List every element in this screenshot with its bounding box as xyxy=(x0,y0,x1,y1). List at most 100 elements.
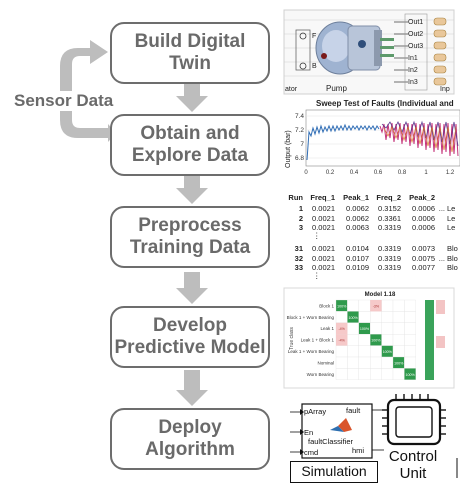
confusion-cell xyxy=(392,311,405,323)
table-cell: ... xyxy=(438,204,445,213)
confusion-cell xyxy=(381,311,394,323)
digital-twin-panel: Out1 Out2 Out3 In1 In2 In3 F B Pump Inp … xyxy=(283,9,455,95)
arrow-step3-to-step4 xyxy=(176,272,208,304)
confusion-summary-cell xyxy=(436,336,445,348)
table-cell: 1 xyxy=(298,204,303,213)
confusion-cell xyxy=(370,368,382,380)
table-header: Peak_1 xyxy=(343,193,369,202)
port-letter: F xyxy=(312,33,316,40)
confusion-cell xyxy=(358,368,371,380)
step-preprocess-training-data: Preprocess Training Data xyxy=(110,206,270,268)
step-build-digital-twin: Build Digital Twin xyxy=(110,22,270,84)
port-label: In3 xyxy=(408,79,418,86)
x-tick: 1.2 xyxy=(446,170,455,176)
confusion-title: Model 1.18 xyxy=(365,292,396,298)
confusion-summary-column xyxy=(425,300,434,380)
confusion-cell xyxy=(404,334,416,346)
table-cell: 0.0104 xyxy=(346,244,369,253)
confusion-cell xyxy=(347,356,359,369)
table-cell: 0.0109 xyxy=(346,263,369,272)
confusion-row-label: Leak 1 + Worn Bearing xyxy=(288,349,335,354)
confusion-cell xyxy=(358,356,371,369)
y-tick: 6.8 xyxy=(295,155,304,162)
sweep-trace-pink xyxy=(379,122,459,157)
table-cell: 0.0021 xyxy=(312,204,335,213)
x-tick: 0 xyxy=(304,170,308,176)
confusion-cell xyxy=(370,311,382,323)
arrow-step4-to-step5 xyxy=(176,370,208,406)
confusion-summary-cell xyxy=(436,300,445,314)
table-cell: 31 xyxy=(294,244,303,253)
confusion-error-cell xyxy=(370,300,382,312)
sweep-chart-panel: Sweep Test of Faults (Individual and Out… xyxy=(285,99,460,176)
confusion-cell xyxy=(392,322,405,335)
port-label: In1 xyxy=(408,55,418,62)
port-block-icon xyxy=(295,29,311,71)
simulation-caption: Simulation xyxy=(290,461,378,483)
y-tick: 7.4 xyxy=(295,113,304,120)
port-letter: B xyxy=(312,63,317,70)
x-tick: 0.8 xyxy=(398,170,407,176)
confusion-cell xyxy=(404,356,416,369)
table-cell: 0.0006 xyxy=(412,213,435,223)
step-deploy-algorithm: Deploy Algorithm xyxy=(110,408,270,470)
table-header: Freq_2 xyxy=(376,193,401,202)
table-cell: 0.0063 xyxy=(346,223,369,232)
sweep-chart-ylabel: Output (bar) xyxy=(285,130,292,168)
confusion-row-label: Leak 1 + Block 1 xyxy=(301,338,335,343)
confusion-cell xyxy=(392,368,405,380)
sensor-icon xyxy=(299,32,307,40)
table-cell: Le xyxy=(447,204,456,213)
confusion-diag-value: 100% xyxy=(360,327,370,331)
table-cell: 0.0062 xyxy=(346,213,369,223)
table-cell: 0.0021 xyxy=(312,244,335,253)
confusion-diag-value: 100% xyxy=(337,304,347,308)
table-cell: 0.0021 xyxy=(312,213,335,223)
table-cell: 33 xyxy=(294,263,303,272)
corner-label: Inp xyxy=(440,86,450,93)
matlab-logo-icon xyxy=(330,418,352,432)
table-cell: 0.0021 xyxy=(312,223,335,232)
port-label: Out1 xyxy=(408,19,423,26)
port-label: Out3 xyxy=(408,43,423,50)
sim-output-label: hmi xyxy=(352,446,365,455)
table-cell: Blo xyxy=(447,263,458,272)
confusion-cell xyxy=(381,368,394,380)
x-tick: 0.6 xyxy=(374,170,383,176)
confusion-error-value: -3% xyxy=(373,304,380,308)
confusion-cell xyxy=(335,311,348,323)
table-header: Freq_1 xyxy=(310,193,335,202)
table-ellipsis: ⋮ xyxy=(313,231,321,240)
confusion-diag-value: 100% xyxy=(383,350,393,354)
x-tick: 0.4 xyxy=(350,170,359,176)
control-unit-chip-icon xyxy=(382,394,458,478)
confusion-cell xyxy=(392,334,405,346)
pump-label: Pump xyxy=(326,84,347,93)
table-cell: 0.3152 xyxy=(378,204,401,213)
table-header: Peak_2 xyxy=(409,193,435,202)
confusion-cell xyxy=(347,322,359,335)
table-cell: 0.0006 xyxy=(412,223,435,232)
table-cell: 0.0077 xyxy=(412,263,435,272)
confusion-matrix-panel: Model 1.18 True class 100%100%100%100%10… xyxy=(283,287,455,389)
confusion-diag-cell xyxy=(404,368,416,380)
sweep-chart-title: Sweep Test of Faults (Individual and xyxy=(316,99,454,108)
confusion-cell xyxy=(404,311,416,323)
confusion-row-label: Worn Bearing xyxy=(307,372,335,377)
confusion-cell xyxy=(381,356,394,369)
y-tick: 7 xyxy=(300,141,304,148)
confusion-diag-value: 100% xyxy=(348,316,358,320)
arrow-step2-to-step3 xyxy=(176,176,208,204)
corner-label: ator xyxy=(285,86,298,93)
sim-input-label: cmd xyxy=(304,448,319,457)
confusion-cell xyxy=(404,345,416,358)
confusion-cell xyxy=(347,345,359,358)
table-header: Run xyxy=(288,193,303,202)
step-obtain-explore-data: Obtain and Explore Data xyxy=(110,114,270,176)
sensor-loop-arrow xyxy=(60,40,108,138)
confusion-error-cell xyxy=(336,322,348,335)
confusion-cell xyxy=(347,368,359,380)
confusion-row-label: Leak 1 xyxy=(320,326,334,331)
